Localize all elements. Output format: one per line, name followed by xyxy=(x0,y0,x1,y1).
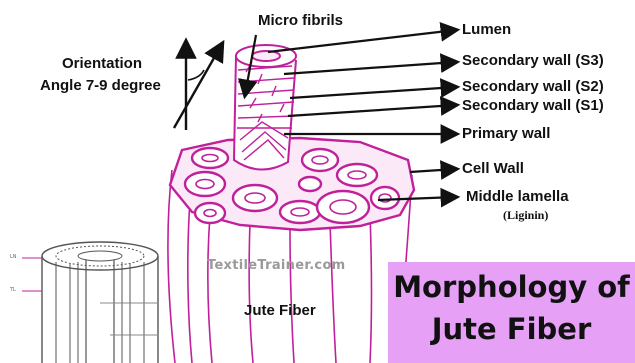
inset-label-ln: LN xyxy=(10,254,17,260)
fiber-line xyxy=(370,214,372,363)
lumen-label: Lumen xyxy=(462,21,511,38)
orientation-angle-label: Angle 7-9 degree xyxy=(40,77,161,94)
fiber-line xyxy=(290,226,294,363)
title-line-1: Morphology of xyxy=(388,270,635,304)
fiber-tower-body xyxy=(234,55,296,170)
fiber-line xyxy=(188,200,192,363)
fiber-line xyxy=(249,222,253,363)
orientation-arrows xyxy=(174,42,222,130)
cell xyxy=(233,185,277,211)
fiber-outline-left xyxy=(168,170,175,363)
micro-fibrils-label: Micro fibrils xyxy=(258,12,343,29)
cell xyxy=(299,177,321,191)
cell xyxy=(192,148,228,168)
jute-fiber-label: Jute Fiber xyxy=(244,302,316,319)
secondary-wall-s1-label: Secondary wall (S1) xyxy=(462,97,604,114)
cell xyxy=(280,201,320,223)
liginin-label: (Liginin) xyxy=(503,208,548,223)
cell xyxy=(195,203,225,223)
cell xyxy=(337,164,377,186)
fiber-line xyxy=(330,222,336,363)
cell xyxy=(371,187,399,209)
cell xyxy=(302,149,338,171)
cell xyxy=(185,172,225,196)
cell-wall-label: Cell Wall xyxy=(462,160,524,177)
secondary-wall-s2-label: Secondary wall (S2) xyxy=(462,78,604,95)
orientation-label: Orientation xyxy=(62,55,142,72)
primary-wall-label: Primary wall xyxy=(462,125,550,142)
secondary-wall-s3-label: Secondary wall (S3) xyxy=(462,52,604,69)
inset-label-tl: TL xyxy=(10,287,16,293)
title-line-2: Jute Fiber xyxy=(388,312,635,346)
inset-cross-section xyxy=(22,242,158,363)
single-fiber xyxy=(234,45,296,170)
fiber-top-lumen xyxy=(252,51,280,61)
cell xyxy=(317,191,369,223)
fiber-line xyxy=(208,215,212,363)
watermark: TextileTrainer.com xyxy=(207,258,346,273)
middle-lamella-label: Middle lamella xyxy=(466,188,569,205)
title-banner: Morphology of Jute Fiber xyxy=(388,262,635,363)
